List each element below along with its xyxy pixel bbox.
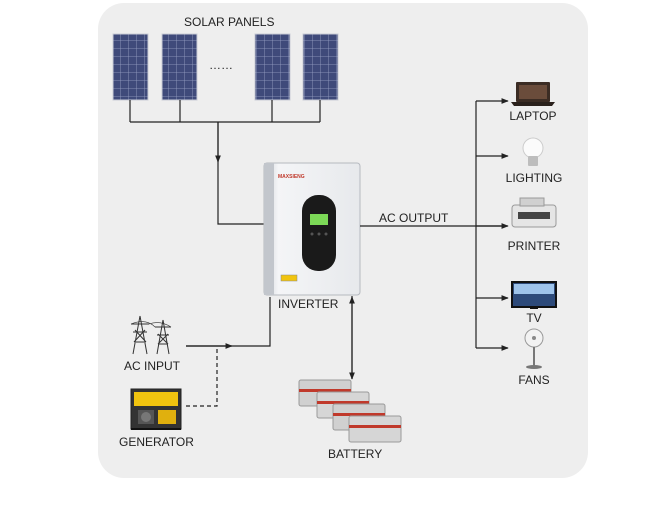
generator-icon [130, 388, 182, 430]
load-label-lighting: LIGHTING [505, 171, 563, 185]
load-label-fans: FANS [518, 373, 550, 387]
solar-panels-label: SOLAR PANELS [184, 15, 275, 29]
ac-output-label: AC OUTPUT [379, 211, 449, 225]
fan-icon [524, 328, 544, 369]
inverter-unit [263, 162, 361, 296]
more-panels-ellipsis: …… [209, 58, 233, 72]
ac-input-wiring [186, 297, 271, 407]
inverter-brand: MAXSIENG [278, 174, 305, 180]
solar-wiring [129, 100, 321, 225]
load-label-printer: PRINTER [507, 239, 561, 253]
battery-label: BATTERY [328, 447, 383, 461]
load-label-laptop: LAPTOP [509, 109, 557, 123]
battery-cell [348, 415, 402, 443]
load-label-tv: TV [526, 311, 542, 325]
solar-panel-array [112, 33, 339, 101]
inverter-label: INVERTER [278, 297, 339, 311]
printer-icon [511, 197, 557, 228]
ac-input-label: AC INPUT [124, 359, 181, 373]
light-bulb-icon [522, 137, 544, 166]
inverter-lcd [310, 214, 328, 225]
solar-panel-3 [254, 33, 291, 101]
generator-label: GENERATOR [119, 435, 194, 449]
solar-panel-4 [302, 33, 339, 101]
laptop-icon [511, 82, 555, 106]
tv-icon [511, 281, 557, 309]
battery-bank [298, 379, 402, 443]
power-pylon-icon [130, 315, 172, 355]
solar-panel-1 [112, 33, 149, 101]
solar-panel-2 [161, 33, 198, 101]
ac-output-wiring [360, 98, 509, 351]
